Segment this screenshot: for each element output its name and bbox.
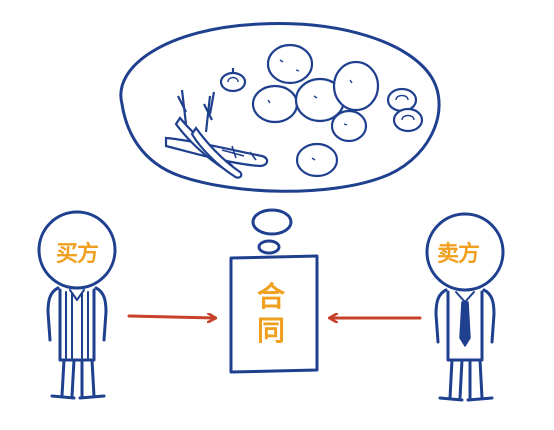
carrots-icon: [164, 89, 269, 179]
contract-label: 合同: [256, 280, 285, 347]
buyer-to-contract-arrow: [127, 316, 215, 318]
buyer-torso: [46, 286, 108, 342]
potatoes-icon: [251, 43, 380, 178]
contract-document: [229, 254, 319, 374]
seller-torso: [434, 288, 496, 344]
seller-head: [425, 212, 505, 292]
seller-tie: [459, 301, 471, 347]
seller-figure: [425, 212, 505, 402]
buyer-legs: [60, 358, 96, 398]
seller-legs: [448, 358, 484, 400]
thought-dot-large: [251, 208, 293, 236]
thought-dot-small: [257, 239, 281, 255]
seller-label: 卖方: [437, 242, 480, 267]
pumpkins-icon: [219, 68, 424, 133]
buyer-stripes: [65, 291, 89, 359]
buyer-head: [37, 210, 117, 290]
vegetables: [164, 43, 424, 179]
buyer-figure: [37, 210, 117, 400]
thought-bubble: [119, 22, 441, 255]
thought-cloud: [119, 22, 441, 193]
buyer-label: 买方: [56, 242, 99, 267]
